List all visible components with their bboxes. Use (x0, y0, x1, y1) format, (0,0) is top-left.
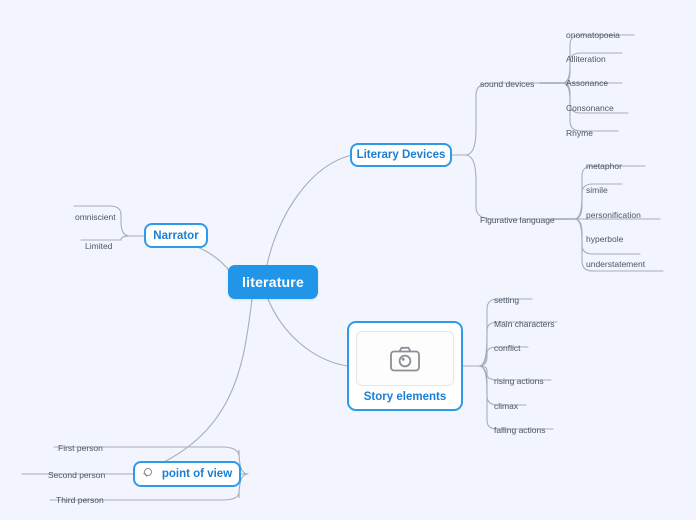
node-narrator-label: Narrator (153, 229, 199, 242)
leaf-main-characters[interactable]: Main characters (494, 319, 555, 329)
leaf-understatement[interactable]: understatement (586, 259, 646, 269)
edge-root-point-of-view (134, 298, 253, 475)
node-point-of-view[interactable]: point of view (133, 461, 241, 487)
label-figurative-language[interactable]: Figurative language (480, 215, 555, 225)
leaf-personification[interactable]: personification (586, 210, 641, 220)
node-story-elements-label: Story elements (363, 391, 447, 403)
leaf-simile[interactable]: simile (586, 185, 608, 195)
node-literary-devices[interactable]: Literary Devices (350, 143, 452, 167)
leaf-onomatopoeia[interactable]: onomatopoeia (566, 30, 620, 40)
node-narrator[interactable]: Narrator (144, 223, 208, 248)
leaf-climax[interactable]: climax (494, 401, 519, 411)
leaf-rising-actions[interactable]: rising actions (494, 376, 544, 386)
story-elements-thumbnail[interactable] (356, 331, 454, 386)
leaf-hyperbole[interactable]: hyperbole (586, 234, 624, 244)
node-story-elements[interactable]: Story elements (347, 321, 463, 411)
leaf-setting[interactable]: setting (494, 295, 520, 305)
leaf-consonance[interactable]: Consonance (566, 103, 614, 113)
magnifier-icon (142, 467, 155, 481)
leaf-second-person[interactable]: Second person (48, 470, 106, 480)
label-sound-devices[interactable]: sound devices (480, 79, 535, 89)
leaf-rhyme[interactable]: Rhyme (566, 128, 593, 138)
edge-se-setting (478, 298, 533, 367)
edge-root-story-elements (267, 298, 348, 367)
leaf-metaphor[interactable]: metaphor (586, 161, 622, 171)
leaf-assonance[interactable]: Assonance (566, 78, 609, 88)
root-node[interactable]: literature (228, 265, 318, 299)
leaf-falling-actions[interactable]: falling actions (494, 425, 546, 435)
edge-ld-figurative (464, 154, 554, 220)
camera-icon (390, 346, 420, 371)
leaf-first-person[interactable]: First person (58, 443, 103, 453)
leaf-alliteration[interactable]: Alliteration (566, 54, 606, 64)
leaf-conflict[interactable]: conflict (494, 343, 521, 353)
leaf-limited[interactable]: Limited (85, 241, 113, 251)
node-point-of-view-label: point of view (161, 468, 233, 480)
leaf-omniscient[interactable]: omniscient (75, 212, 116, 222)
root-node-label: literature (242, 274, 304, 290)
leaf-third-person[interactable]: Third person (56, 495, 104, 505)
edge-narrator-limited (80, 235, 131, 241)
edge-ld-sound-devices (464, 82, 541, 156)
edge-root-literary-devices (266, 154, 353, 266)
node-literary-devices-label: Literary Devices (356, 149, 446, 161)
